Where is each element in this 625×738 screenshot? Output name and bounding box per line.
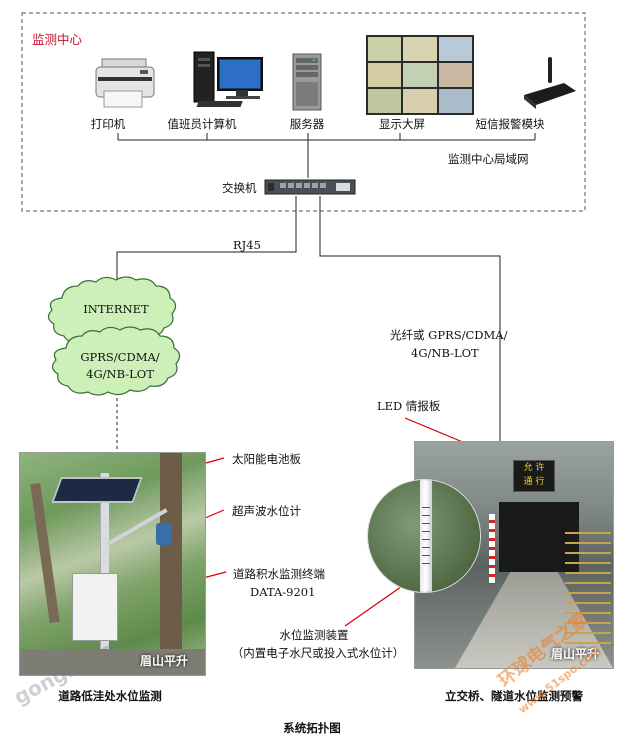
left-site-brand: 眉山平升 bbox=[140, 654, 189, 668]
device-label-sms: 短信报警模块 bbox=[475, 117, 545, 131]
lan-label: 监测中心局域网 bbox=[448, 152, 529, 166]
callout-led-board: LED 情报板 bbox=[377, 399, 441, 413]
callout-ultrasonic-gauge: 超声波水位计 bbox=[232, 504, 301, 518]
device-closeup bbox=[368, 480, 480, 592]
led-sign-line2: 通 行 bbox=[523, 477, 545, 487]
callout-terminal-model: DATA-9201 bbox=[250, 585, 316, 599]
computer-icon bbox=[193, 51, 263, 107]
roadside-site-photo: 眉山平升 bbox=[20, 453, 205, 675]
led-sign: 允 许 通 行 bbox=[513, 460, 555, 492]
device-label-computer: 值班员计算机 bbox=[167, 117, 237, 131]
cloud-wireless-label-line1: GPRS/CDMA/ bbox=[80, 350, 160, 364]
right-site-caption: 立交桥、隧道水位监测预警 bbox=[445, 689, 583, 703]
wireless-cloud bbox=[51, 326, 181, 396]
switch-label: 交换机 bbox=[222, 181, 257, 195]
center-title: 监测中心 bbox=[32, 32, 83, 47]
rj45-label: RJ45 bbox=[233, 238, 261, 252]
display-wall-icon bbox=[366, 35, 474, 115]
internet-cloud bbox=[47, 276, 177, 346]
sms-modem-icon bbox=[524, 57, 576, 109]
figure-caption: 系统拓扑图 bbox=[283, 721, 341, 735]
cloud-wireless-label-line2: 4G/NB-LOT bbox=[86, 367, 154, 381]
callout-terminal: 道路积水监测终端 bbox=[233, 567, 325, 581]
right-site-brand: 眉山平升 bbox=[551, 647, 600, 661]
right-link-label-line2: 4G/NB-LOT bbox=[411, 346, 479, 360]
rj45-link-line bbox=[116, 196, 297, 288]
callout-water-device-note: （内置电子水尺或投入式水位计） bbox=[231, 646, 405, 660]
device-label-server: 服务器 bbox=[289, 117, 325, 131]
monitoring-center-frame bbox=[21, 12, 586, 212]
right-link-label-line1: 光纤或 GPRS/CDMA/ bbox=[390, 328, 508, 342]
led-sign-line1: 允 许 bbox=[523, 463, 545, 473]
cloud-internet-label: INTERNET bbox=[83, 302, 149, 316]
callout-water-device: 水位监测装置 bbox=[279, 628, 349, 642]
left-site-caption: 道路低洼处水位监测 bbox=[58, 689, 162, 703]
device-label-printer: 打印机 bbox=[90, 117, 126, 131]
switch-icon bbox=[264, 179, 356, 195]
callout-solar-panel: 太阳能电池板 bbox=[232, 452, 301, 466]
fiber-gprs-link-line bbox=[319, 196, 501, 442]
server-icon bbox=[292, 53, 322, 111]
device-label-display: 显示大屏 bbox=[379, 117, 425, 131]
printer-icon bbox=[95, 58, 155, 108]
